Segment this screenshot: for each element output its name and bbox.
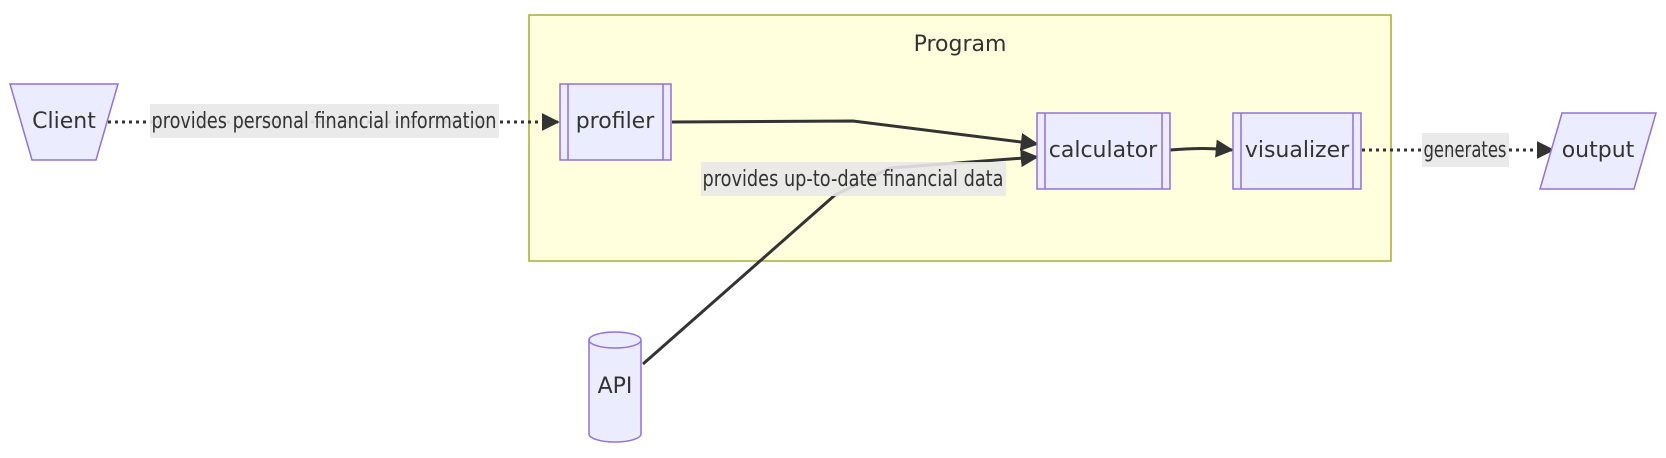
edge-label-client-profiler: provides personal financial information bbox=[150, 104, 499, 138]
node-api-shape bbox=[588, 331, 642, 443]
node-profiler[interactable]: profiler bbox=[559, 83, 672, 161]
nodes: Client profiler calculator visualizer ou… bbox=[9, 83, 1657, 443]
node-visualizer-label: visualizer bbox=[1245, 138, 1350, 163]
node-calculator[interactable]: calculator bbox=[1036, 112, 1171, 190]
node-api-top-rim bbox=[588, 339, 642, 349]
edge-label-background bbox=[701, 162, 1006, 196]
node-calculator-label: calculator bbox=[1049, 138, 1158, 163]
node-visualizer-shape bbox=[1232, 112, 1362, 190]
edge-label-text: provides personal financial information bbox=[152, 109, 497, 134]
subgraph-program-title: Program bbox=[914, 32, 1007, 57]
node-profiler-label: profiler bbox=[576, 109, 655, 134]
edge-calculator-to-visualizer bbox=[1169, 139, 1234, 158]
node-output-shape bbox=[1539, 112, 1657, 190]
node-client[interactable]: Client bbox=[9, 83, 119, 161]
edge-label-visualizer-output: generates bbox=[1422, 133, 1509, 167]
edge-label-background bbox=[150, 104, 499, 138]
node-api-label: API bbox=[598, 374, 633, 399]
node-client-label: Client bbox=[32, 109, 96, 134]
edge-labels: provides personal financial information … bbox=[150, 104, 1509, 196]
node-client-shape bbox=[9, 83, 119, 161]
node-api[interactable]: API bbox=[588, 331, 642, 443]
node-visualizer[interactable]: visualizer bbox=[1232, 112, 1362, 190]
edge-profiler-to-calculator bbox=[671, 119, 1039, 151]
node-output-label: output bbox=[1562, 138, 1635, 163]
edge-label-api-calculator: provides up-to-date financial data bbox=[701, 162, 1006, 196]
edge-label-text: provides up-to-date financial data bbox=[703, 167, 1004, 192]
node-calculator-shape bbox=[1036, 112, 1171, 190]
node-profiler-shape bbox=[559, 83, 672, 161]
edge-label-background bbox=[1422, 133, 1509, 167]
node-output[interactable]: output bbox=[1539, 112, 1657, 190]
edge-label-text: generates bbox=[1424, 138, 1507, 163]
